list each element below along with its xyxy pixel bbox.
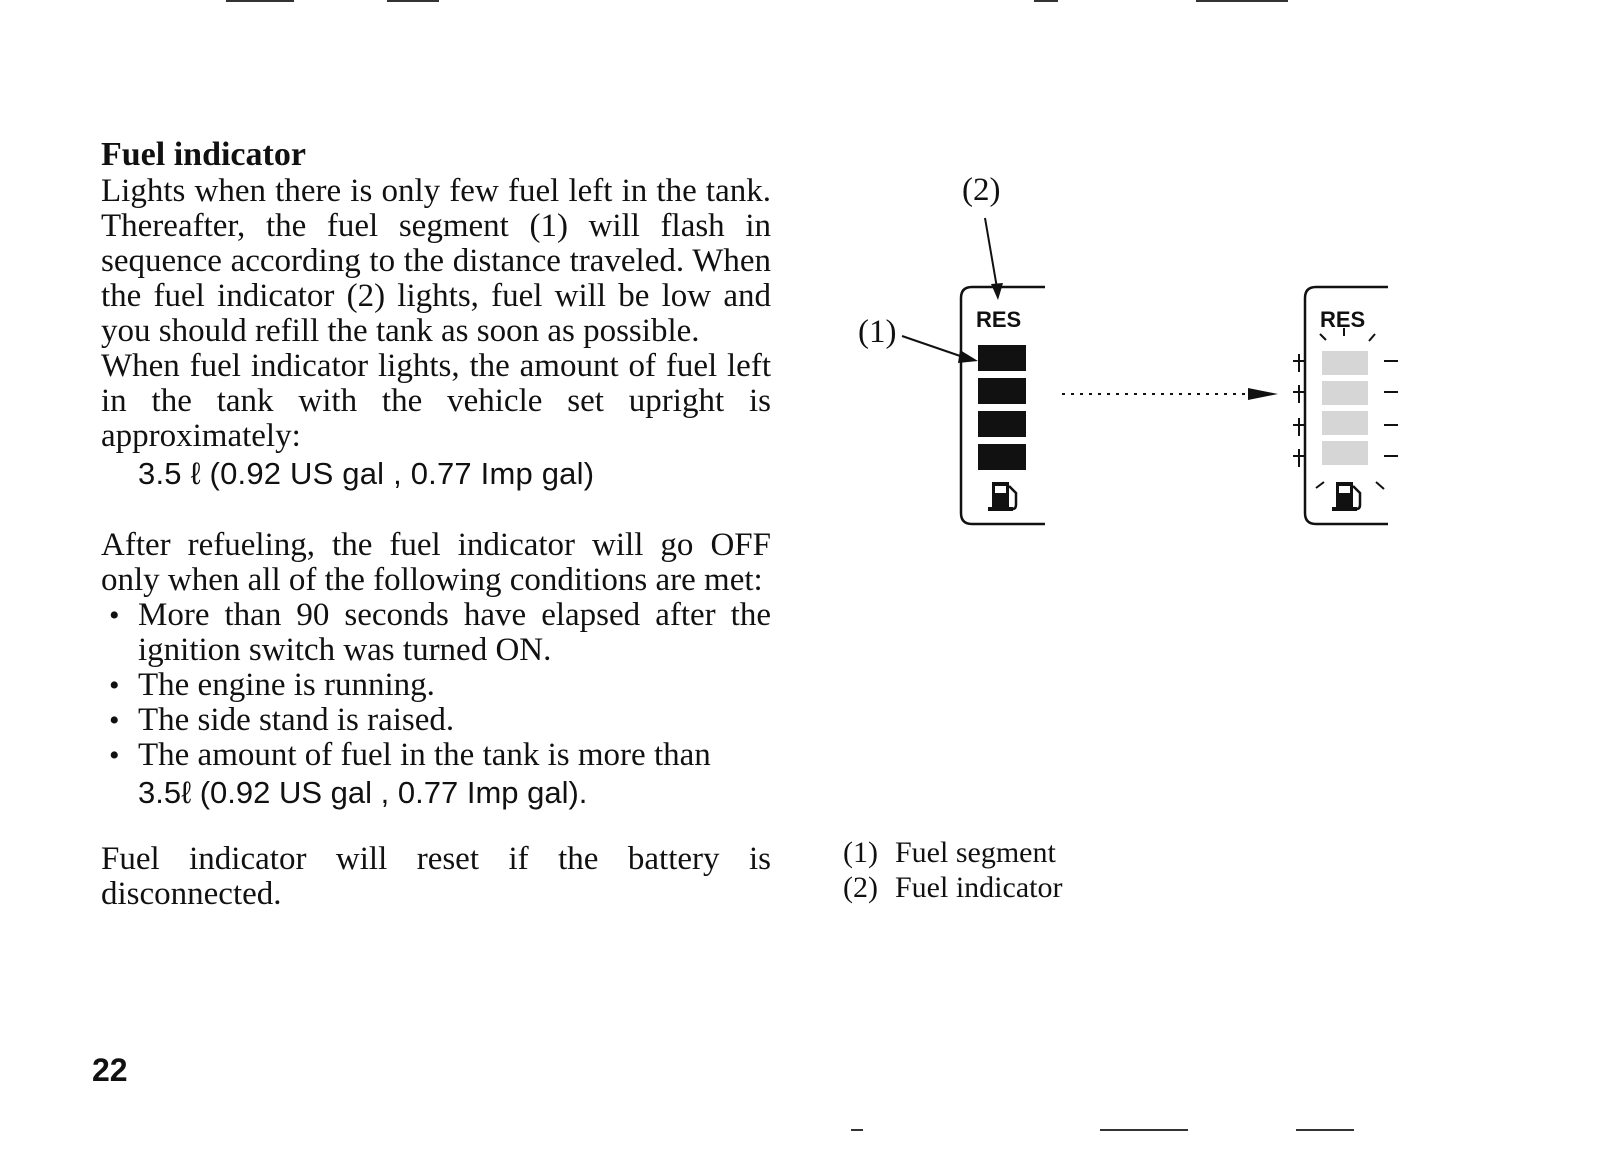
section-heading: Fuel indicator — [101, 136, 306, 173]
fuel-segment — [978, 411, 1026, 437]
paragraph-refuel-conditions: After refueling, the fuel indicator will… — [101, 527, 771, 598]
fuel-capacity-spec: 3.5 ℓ (0.92 US gal , 0.77 Imp gal) — [138, 456, 595, 491]
legend-item: (2) Fuel indicator — [843, 870, 1062, 905]
fuel-indicator-figure: (2) (1) RES RES — [830, 160, 1450, 560]
callout-2-label: (2) — [962, 172, 1000, 208]
list-item: The side stand is raised. — [101, 703, 771, 739]
fuel-segment-faded — [1322, 351, 1368, 375]
text-column: Fuel indicator Lights when there is only… — [101, 136, 771, 912]
paragraph-fuel-segment: Lights when there is only few fuel left … — [101, 173, 771, 349]
crop-mark — [1196, 0, 1288, 2]
fuel-capacity-spec-2: 3.5ℓ (0.92 US gal , 0.77 Imp gal). — [138, 775, 588, 810]
callout-1-label: (1) — [858, 314, 896, 350]
legend-number: (1) — [843, 836, 878, 869]
callout-2-arrowhead — [991, 283, 1003, 300]
list-item: More than 90 seconds have elapsed after … — [101, 598, 771, 668]
crop-mark — [1034, 0, 1058, 2]
right-res-label: RES — [1320, 307, 1365, 332]
conditions-list: More than 90 seconds have elapsed after … — [101, 598, 771, 811]
left-fuel-segments — [978, 345, 1026, 470]
flash-ray — [1315, 481, 1325, 489]
legend-number: (2) — [843, 871, 878, 904]
paragraph-fuel-amount: When fuel indicator lights, the amount o… — [101, 348, 771, 454]
fuel-segment — [978, 345, 1026, 371]
right-fuel-segments — [1322, 351, 1368, 465]
crop-mark — [387, 0, 439, 2]
fuel-pump-icon — [1332, 482, 1362, 511]
crop-mark — [1100, 1129, 1188, 1131]
list-item: The amount of fuel in the tank is more t… — [101, 738, 771, 811]
transition-arrowhead — [1248, 388, 1278, 400]
fuel-segment — [978, 378, 1026, 404]
page-number: 22 — [92, 1052, 128, 1088]
flash-ray — [1319, 333, 1327, 341]
fuel-segment — [978, 444, 1026, 470]
crop-mark — [1296, 1129, 1354, 1131]
fuel-segment-faded — [1322, 441, 1368, 465]
right-display-frame — [1303, 285, 1388, 526]
callout-1-leader — [901, 335, 967, 359]
left-display-frame — [959, 285, 1045, 526]
paragraph-reset: Fuel indicator will reset if the battery… — [101, 841, 771, 912]
callout-2-leader — [984, 217, 998, 289]
flash-ray — [1375, 481, 1385, 490]
legend-item: (1) Fuel segment — [843, 835, 1062, 870]
figure-legend: (1) Fuel segment (2) Fuel indicator — [843, 835, 1062, 905]
left-res-label: RES — [976, 307, 1021, 332]
figure-svg: (2) (1) RES RES — [858, 172, 1398, 526]
flash-ray — [1368, 333, 1376, 342]
fuel-segment-faded — [1322, 411, 1368, 435]
legend-label: Fuel segment — [895, 836, 1056, 869]
legend-label: Fuel indicator — [895, 871, 1063, 904]
crop-mark — [851, 1129, 863, 1131]
crop-mark — [226, 0, 294, 2]
fuel-segment-faded — [1322, 381, 1368, 405]
fuel-pump-icon — [988, 482, 1018, 511]
callout-1-arrowhead — [958, 350, 978, 363]
list-item: The engine is running. — [101, 668, 771, 704]
flash-ticks — [1293, 354, 1398, 467]
